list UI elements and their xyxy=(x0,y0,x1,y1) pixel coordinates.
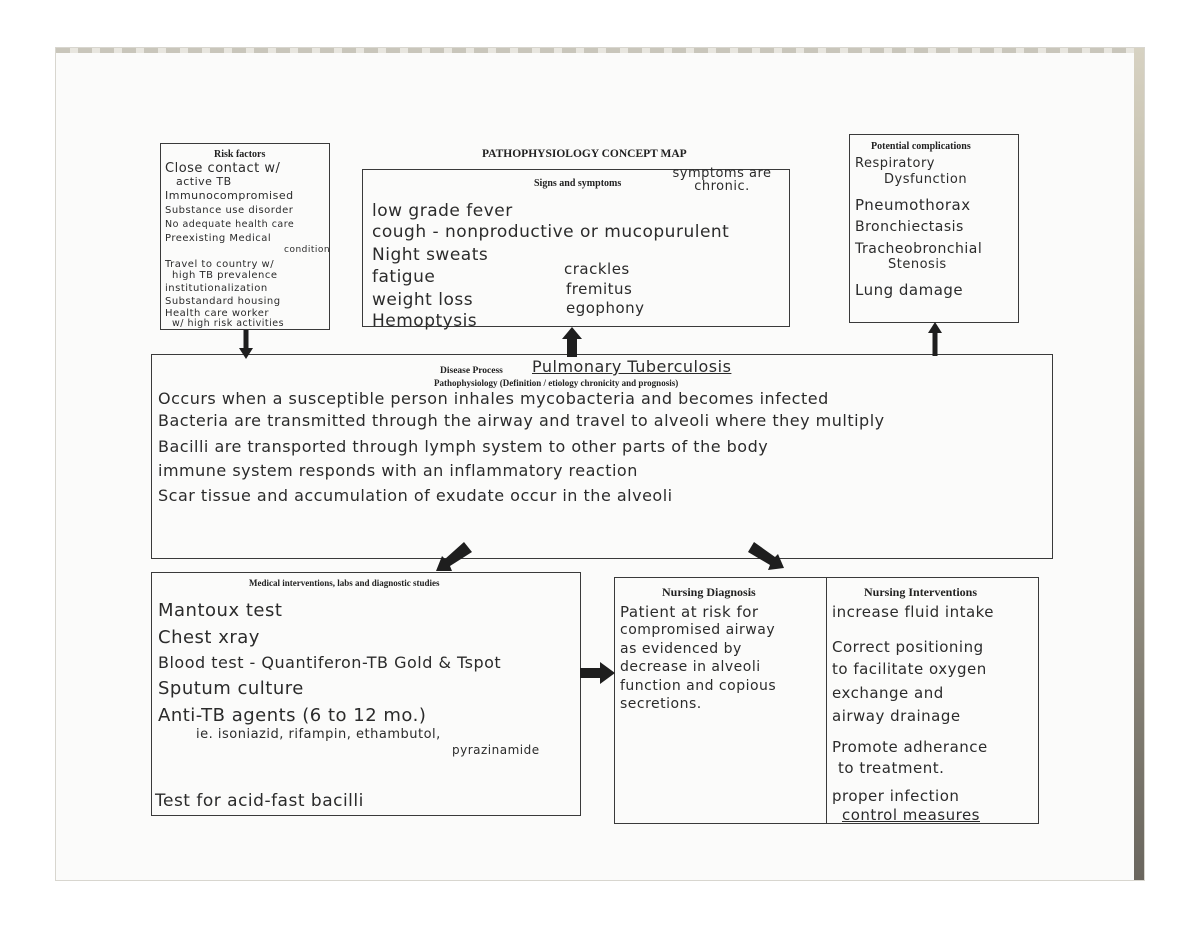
complication-item: Lung damage xyxy=(855,281,964,299)
diagnosis-line: as evidenced by xyxy=(620,641,742,657)
complication-item: Bronchiectasis xyxy=(855,219,964,235)
intervention-line: Correct positioning xyxy=(832,638,984,656)
risk-item: institutionalization xyxy=(165,283,268,294)
complications-header: Potential complications xyxy=(871,141,971,152)
sign-item: crackles xyxy=(564,260,630,278)
intervention-line: to facilitate oxygen xyxy=(832,660,987,678)
complication-item: Dysfunction xyxy=(884,172,968,187)
disease-line: immune system responds with an inflammat… xyxy=(158,461,638,480)
signs-box xyxy=(362,169,790,327)
diagnosis-line: function and copious xyxy=(620,678,777,694)
medical-item: Blood test - Quantiferon-TB Gold & Tspot xyxy=(158,653,502,672)
medical-agents: ie. isoniazid, rifampin, ethambutol, xyxy=(196,727,441,742)
medical-item: Test for acid-fast bacilli xyxy=(155,791,364,811)
intervention-line: airway drainage xyxy=(832,707,961,725)
sign-item: egophony xyxy=(566,299,645,317)
intervention-line: control measures xyxy=(842,806,980,824)
sign-item: fatigue xyxy=(372,267,436,287)
risk-item: No adequate health care xyxy=(165,219,295,230)
medical-header: Medical interventions, labs and diagnost… xyxy=(249,578,440,588)
disease-label: Disease Process xyxy=(440,366,503,376)
complication-item: Tracheobronchial xyxy=(855,241,983,257)
diagnosis-line: compromised airway xyxy=(620,622,776,638)
diagnosis-line: Patient at risk for xyxy=(620,603,759,621)
risk-factors-box xyxy=(160,143,330,330)
arrow-medical-to-nursing xyxy=(580,662,615,684)
sign-item: Night sweats xyxy=(372,245,489,265)
paper-edge xyxy=(56,48,1144,53)
paper-sheet xyxy=(56,48,1144,880)
risk-item: Health care worker xyxy=(165,308,269,319)
sign-item: cough - nonproductive or mucopurulent xyxy=(372,222,730,242)
sign-item: weight loss xyxy=(372,290,474,310)
complication-item: Respiratory xyxy=(855,156,935,171)
risk-item: Substance use disorder xyxy=(165,205,294,216)
risk-factors-header: Risk factors xyxy=(214,149,266,160)
complication-item: Pneumothorax xyxy=(855,196,971,214)
disease-line: Bacilli are transported through lymph sy… xyxy=(158,437,769,456)
diagnosis-line: secretions. xyxy=(620,696,702,712)
risk-item: w/ high risk activities xyxy=(172,318,285,329)
medical-box xyxy=(151,572,581,816)
risk-item: condition xyxy=(284,245,331,255)
sign-item: fremitus xyxy=(566,280,633,298)
risk-item: active TB xyxy=(176,175,232,188)
sign-item: Hemoptysis xyxy=(372,311,478,331)
disease-line: Scar tissue and accumulation of exudate … xyxy=(158,486,673,505)
diagnosis-header: Nursing Diagnosis xyxy=(662,585,756,599)
nursing-divider xyxy=(826,577,828,824)
risk-item: high TB prevalence xyxy=(172,270,278,281)
medical-item: Sputum culture xyxy=(158,678,304,699)
arrow-disease-to-nursing xyxy=(748,542,784,570)
arrow-disease-to-medical xyxy=(436,542,472,571)
risk-item: Immunocompromised xyxy=(165,189,294,202)
complication-item: Stenosis xyxy=(888,257,947,272)
interventions-header: Nursing Interventions xyxy=(864,585,978,599)
medical-item: Chest xray xyxy=(158,627,260,648)
disease-subtitle: Pathophysiology (Definition / etiology c… xyxy=(434,378,679,388)
diagnosis-line: decrease in alveoli xyxy=(620,659,761,675)
disease-name: Pulmonary Tuberculosis xyxy=(532,357,732,376)
risk-item: Preexisting Medical xyxy=(165,233,272,244)
sign-item: low grade fever xyxy=(372,201,513,221)
disease-line: Bacteria are transmitted through the air… xyxy=(158,411,885,430)
intervention-line: exchange and xyxy=(832,684,944,702)
map-title: PATHOPHYSIOLOGY CONCEPT MAP xyxy=(482,148,687,160)
intervention-line: proper infection xyxy=(832,787,960,805)
disease-box xyxy=(151,354,1053,559)
signs-note-text: symptoms are chronic. xyxy=(672,166,772,194)
signs-note: symptoms are chronic. xyxy=(662,167,782,193)
signs-header: Signs and symptoms xyxy=(534,178,622,189)
risk-item: Close contact w/ xyxy=(165,161,281,176)
intervention-line: to treatment. xyxy=(838,759,945,777)
medical-agents: pyrazinamide xyxy=(452,743,540,757)
medical-item: Anti-TB agents (6 to 12 mo.) xyxy=(158,705,427,726)
risk-item: Travel to country w/ xyxy=(165,259,275,270)
arrow-disease-to-complications xyxy=(928,322,942,356)
medical-item: Mantoux test xyxy=(158,600,283,621)
disease-line: Occurs when a susceptible person inhales… xyxy=(158,389,829,408)
intervention-line: increase fluid intake xyxy=(832,603,995,621)
risk-item: Substandard housing xyxy=(165,296,281,307)
arrow-disease-to-signs xyxy=(562,327,582,357)
paper-shadow xyxy=(1134,48,1144,880)
arrow-risk-to-disease xyxy=(239,330,253,359)
complications-box xyxy=(849,134,1019,323)
intervention-line: Promote adherance xyxy=(832,738,988,756)
